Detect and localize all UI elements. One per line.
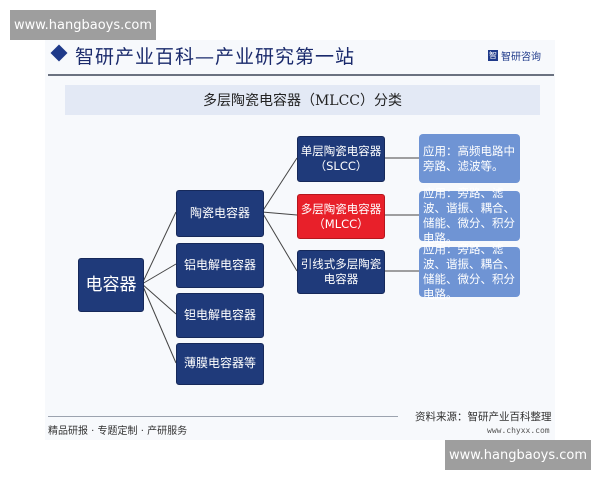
footer-url: www.chyxx.com	[487, 426, 550, 435]
node-mlcc: 多层陶瓷电容器 （MLCC）	[297, 194, 385, 239]
node-label: （SLCC）	[314, 159, 368, 173]
connector	[141, 263, 177, 285]
node-label: 多层陶瓷电容器	[300, 201, 382, 216]
connector	[141, 283, 177, 364]
connector	[261, 157, 298, 213]
application-leaded-mlcc: 应用：旁路、滤波、谐振、耦合、储能、微分、积分电路。	[419, 242, 520, 301]
node-film-capacitor: 薄膜电容器等	[176, 343, 264, 385]
footer-tagline: 精品研报 · 专题定制 · 产研服务	[48, 426, 188, 437]
connector	[261, 211, 298, 272]
node-capacitor: 电容器	[78, 258, 144, 312]
brand-logo: 智 智研咨询	[488, 48, 541, 63]
watermark-bottom: www.hangbaoys.com	[445, 440, 591, 470]
node-label: 引线式多层陶瓷	[300, 257, 382, 272]
node-slcc: 单层陶瓷电容器 （SLCC）	[297, 136, 385, 182]
node-label: 单层陶瓷电容器	[300, 144, 382, 159]
connector	[141, 211, 177, 285]
node-label: 电容器	[323, 272, 359, 286]
header-title: 智研产业百科—产业研究第一站	[75, 46, 356, 68]
node-label: （MLCC）	[313, 216, 369, 231]
connector	[261, 211, 298, 216]
node-tantalum-electrolytic: 钽电解电容器	[176, 293, 264, 338]
footer-divider	[48, 416, 398, 417]
diagram-title: 多层陶瓷电容器（MLCC）分类	[65, 85, 540, 115]
node-aluminum-electrolytic: 铝电解电容器	[176, 243, 264, 288]
application-mlcc: 应用：旁路、滤波、谐振、耦合、储能、微分、积分电路。	[419, 186, 520, 245]
node-leaded-mlcc: 引线式多层陶瓷 电容器	[297, 250, 385, 294]
logo-text: 智研咨询	[501, 52, 541, 63]
logo-icon: 智	[488, 50, 498, 61]
footer-source: 资料来源：智研产业百科整理	[415, 411, 552, 423]
application-slcc: 应用：高频电路中旁路、滤波等。	[419, 134, 520, 183]
watermark-top: www.hangbaoys.com	[10, 10, 156, 40]
node-ceramic-capacitor: 陶瓷电容器	[176, 190, 264, 237]
connector	[141, 283, 177, 315]
header-divider	[48, 74, 554, 76]
